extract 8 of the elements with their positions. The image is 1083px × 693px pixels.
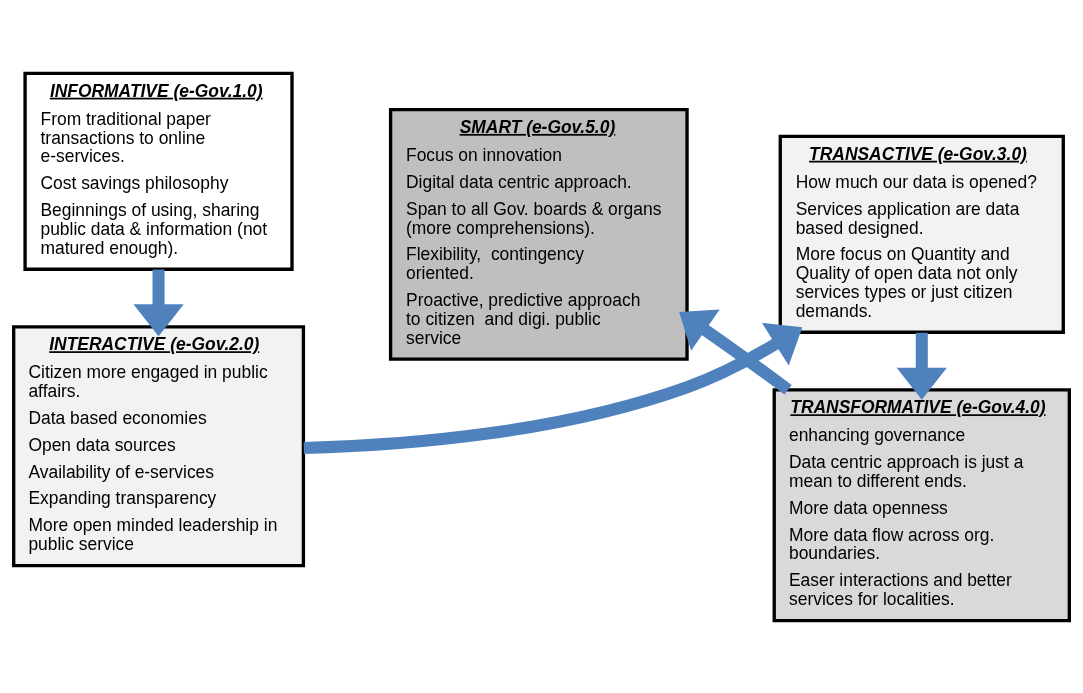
node-box: TRANSACTIVE (e-Gov.3.0) How much our data is opened? Services application are data based designed. More focus on Quantity and Quality of open data not only services types or just citizen demands. xyxy=(778,134,1065,334)
arrow xyxy=(133,269,184,336)
arrow xyxy=(896,332,947,400)
node-box: SMART (e-Gov.5.0) Focus on innovation Digital data centric approach. Span to all Gov. boards & organs (more comprehensions). Flexibility, contingency oriented. Proactive, predictive approach to citizen and digi. public service xyxy=(388,107,689,361)
node-box: TRANSFORMATIVE (e-Gov.4.0) enhancing governance Data centric approach is just a mean to different ends. More data openness More data flow across org. boundaries. Easer interactions and better services for localities. xyxy=(772,387,1071,622)
node-box: INTERACTIVE (e-Gov.2.0) Citizen more engaged in public affairs. Data based economies Open data sources Availability of e-services Expanding transparency More open minded leadership in public service xyxy=(12,324,306,567)
node-box: INFORMATIVE (e-Gov.1.0) From traditional paper transactions to online e-services. Cost savings philosophy Beginnings of using, sharing public data & information (not matured enough). xyxy=(23,71,294,271)
arrow xyxy=(303,322,803,454)
